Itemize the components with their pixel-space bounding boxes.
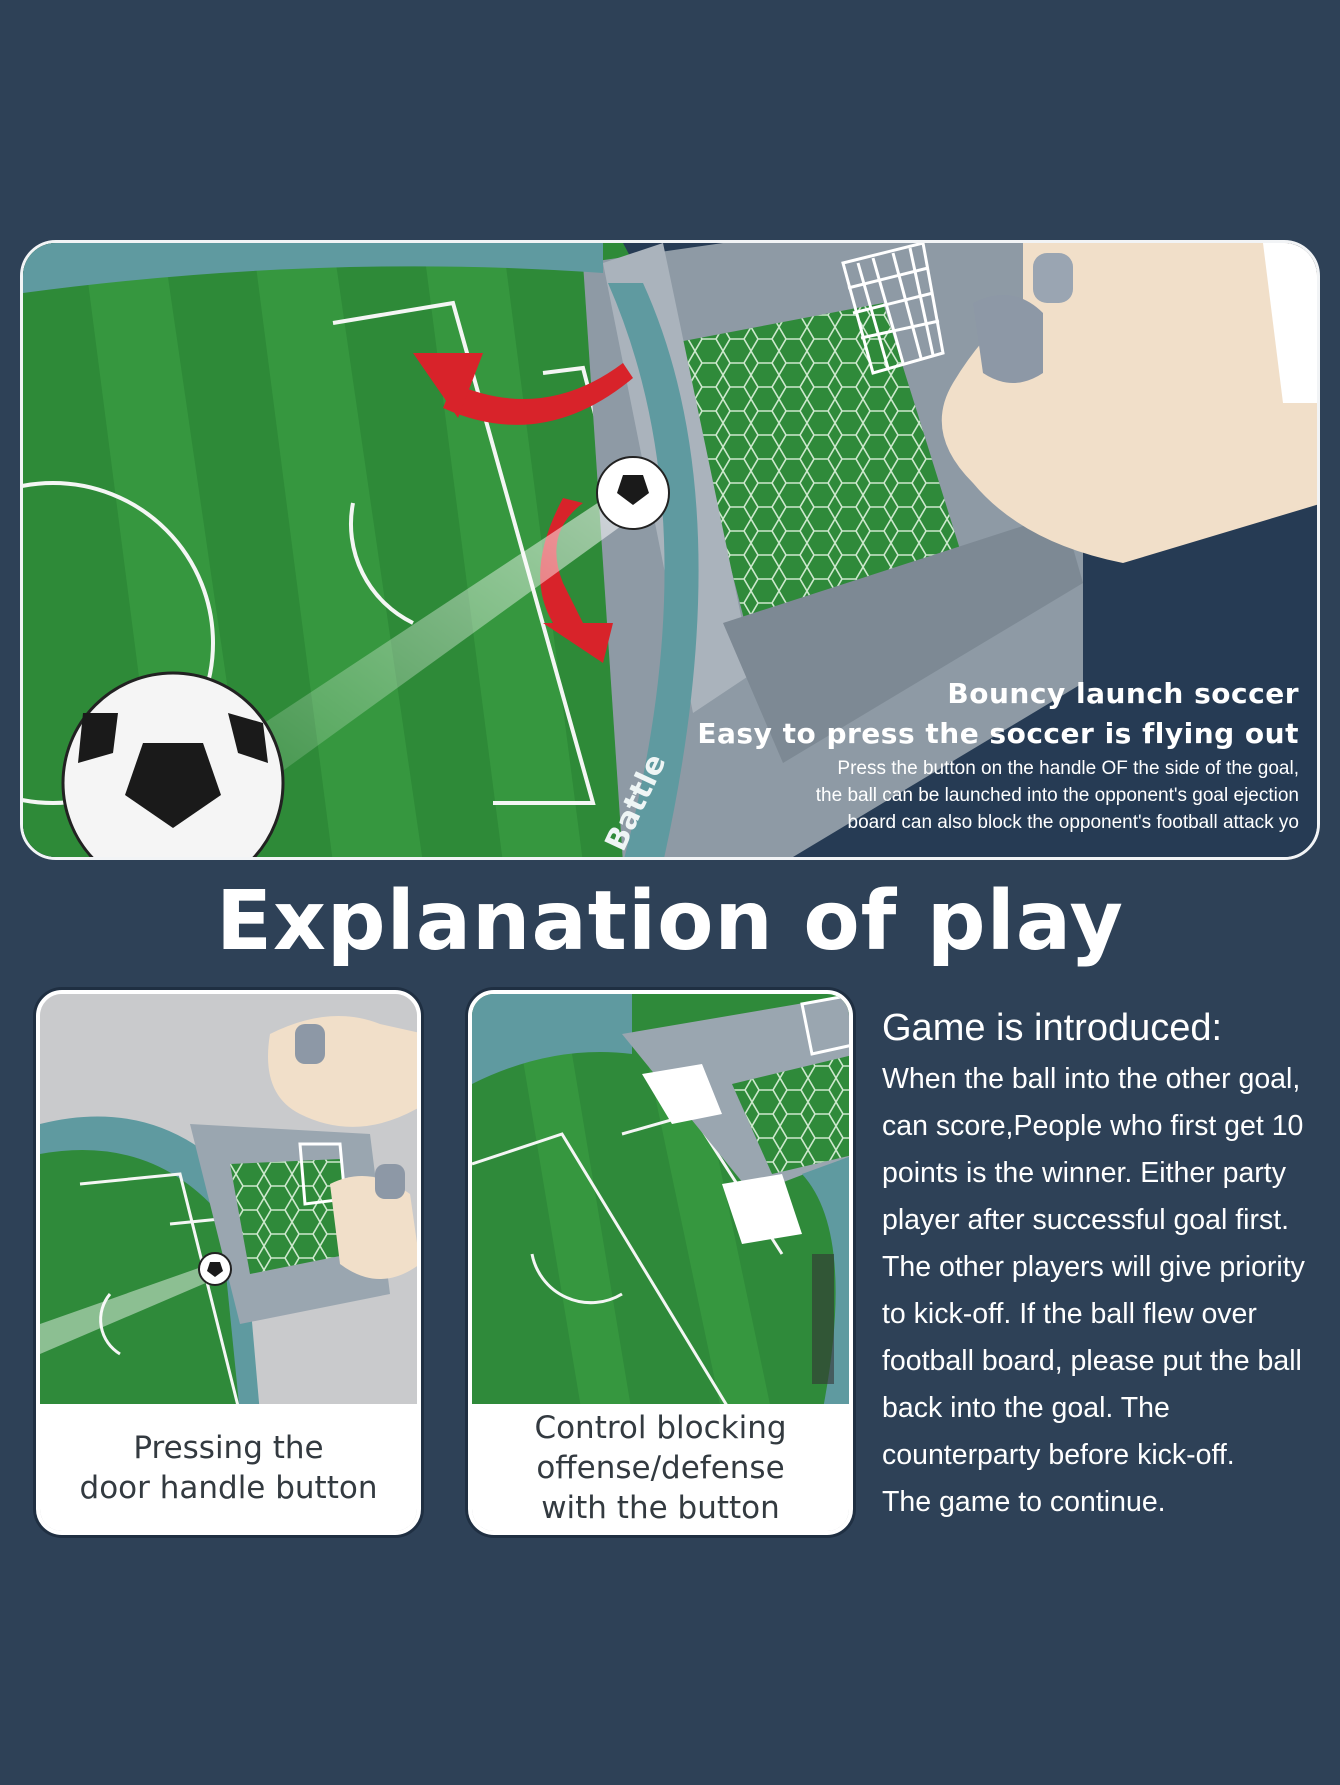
- soccer-ball-large-icon: [61, 671, 285, 857]
- hero-description: Press the button on the handle OF the si…: [815, 758, 1299, 833]
- soccer-ball-icon: [596, 456, 670, 530]
- page-title: Explanation of play: [216, 874, 1124, 969]
- hero-headline-1: Bouncy launch soccer: [947, 677, 1299, 710]
- card-illustration-2: [472, 994, 849, 1414]
- hero-text-block: Bouncy launch soccer Easy to press the s…: [697, 675, 1299, 836]
- intro-title: Game is introduced:: [882, 1007, 1223, 1049]
- card-control-blocking: Control blocking offense/defense with th…: [468, 990, 853, 1535]
- hero-panel: Battle Bouncy launch soccer Easy to pres…: [20, 240, 1320, 860]
- intro-body: When the ball into the other goal, can s…: [882, 1063, 1305, 1518]
- card-pressing-handle: Pressing the door handle button: [36, 990, 421, 1535]
- hero-headline-2: Easy to press the soccer is flying out: [697, 717, 1299, 750]
- card-label-2: Control blocking offense/defense with th…: [472, 1404, 849, 1531]
- soccer-ball-small-icon: [198, 1252, 232, 1286]
- card-label-1: Pressing the door handle button: [40, 1404, 417, 1531]
- game-introduction: Game is introduced: When the ball into t…: [882, 1000, 1332, 1526]
- card-illustration-1: [40, 994, 417, 1414]
- hero-illustration: Battle: [23, 243, 1317, 857]
